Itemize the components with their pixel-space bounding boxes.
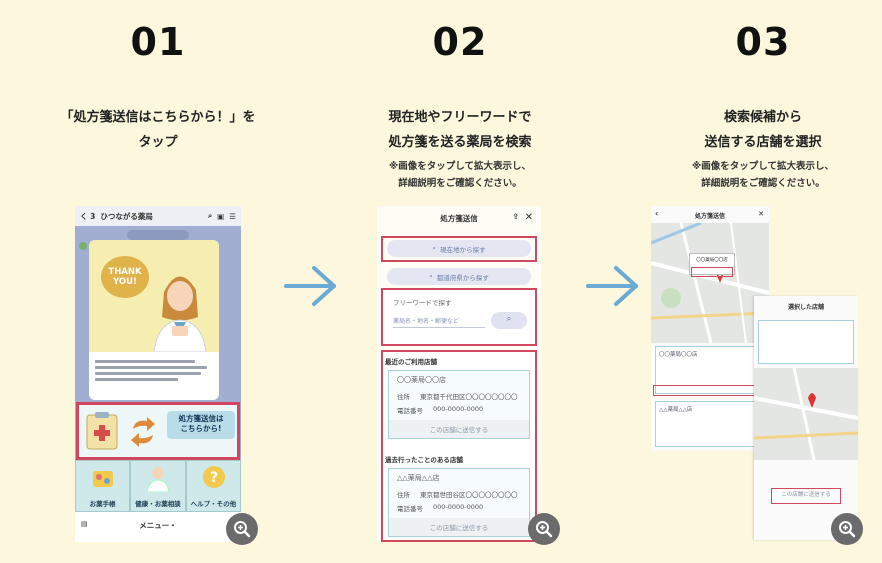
close-icon[interactable]: ✕ bbox=[524, 212, 533, 223]
search-icon: ⌕ bbox=[506, 314, 512, 323]
svg-text:?: ? bbox=[210, 470, 218, 486]
map-shop-list: 〇〇薬局〇〇店 △△薬局△△店 bbox=[651, 346, 769, 447]
highlight-popup bbox=[691, 267, 733, 277]
freeword-section: フリーワードで探す 薬局名・地名・郵便など ⌕ bbox=[383, 290, 535, 344]
shop-popup[interactable]: 〇〇薬局〇〇店 bbox=[689, 253, 735, 275]
shop-card[interactable]: △△薬局△△店 bbox=[655, 401, 765, 447]
zoom-in-icon bbox=[234, 521, 251, 538]
date-pill bbox=[127, 230, 189, 240]
prescription-send-banner[interactable]: 処方箋送信は こちらから! bbox=[76, 402, 240, 460]
map-roads bbox=[651, 223, 769, 343]
menu-health-consult[interactable]: 健康・お薬相談 bbox=[130, 460, 186, 512]
close-icon[interactable]: ✕ bbox=[758, 210, 764, 218]
greeting-text bbox=[89, 352, 219, 389]
prefecture-button[interactable]: ⌕ 都道府県から探す bbox=[387, 268, 531, 285]
freeword-input[interactable]: 薬局名・地名・郵便など bbox=[393, 312, 485, 328]
highlight-shop-lists bbox=[381, 350, 537, 542]
step-1-screenshot[interactable]: く 3 ひつながる薬局 ⌕ ▣ ☰ THANK YOU! bbox=[75, 206, 241, 542]
back-button[interactable]: ‹ bbox=[655, 209, 659, 218]
highlight-freeword bbox=[381, 288, 537, 346]
menu-footer[interactable]: ▤ メニュー・ bbox=[75, 512, 241, 542]
step-2-title: 現在地やフリーワードで 処方箋を送る薬局を検索 bbox=[388, 110, 532, 150]
banner-text: 処方箋送信は こちらから! bbox=[167, 411, 235, 439]
menu-help[interactable]: ? ヘルプ・その他 bbox=[185, 460, 241, 512]
step-3-number: 03 bbox=[735, 20, 791, 64]
chat-title: ひつながる薬局 bbox=[100, 211, 153, 221]
pharmacist-illustration: THANK YOU! bbox=[89, 240, 219, 352]
freeword-label: フリーワードで探す bbox=[393, 299, 452, 307]
visited-shops-section: 過去行ったことのある店舗 △△薬局△△店 住所東京都世田谷区〇〇〇〇〇〇〇〇 電… bbox=[382, 450, 536, 542]
zoom-button-step-1[interactable] bbox=[226, 513, 258, 545]
keyboard-icon[interactable]: ▤ bbox=[81, 520, 88, 528]
selected-shop-card bbox=[758, 320, 854, 364]
map-header: ‹ 処方箋送信 ✕ bbox=[655, 209, 764, 220]
search-icon: ⌕ bbox=[429, 272, 433, 280]
chat-header: く 3 ひつながる薬局 ⌕ ▣ ☰ bbox=[75, 206, 241, 226]
arrow-right-icon bbox=[586, 266, 638, 306]
share-icon[interactable]: ⇪ bbox=[512, 212, 519, 221]
highlight-current-location bbox=[381, 236, 537, 262]
menu-icon[interactable]: ☰ bbox=[229, 211, 236, 221]
step-2-note: ※画像をタップして拡大表示し、 詳細説明をご確認ください。 bbox=[389, 161, 531, 189]
exchange-icon bbox=[131, 417, 155, 447]
current-location-button[interactable]: ⌕ 現在地から探す bbox=[387, 240, 531, 257]
step-3-note: ※画像をタップして拡大表示し、 詳細説明をご確認ください。 bbox=[692, 161, 834, 189]
step-3-selected-screenshot[interactable]: 選択した店舗 この店舗に送信する bbox=[754, 296, 858, 540]
freeword-search-button[interactable]: ⌕ bbox=[491, 312, 527, 329]
search-header: 処方箋送信 ⇪ ✕ bbox=[440, 212, 533, 223]
zoom-button-step-3[interactable] bbox=[831, 513, 863, 545]
selected-header: 選択した店舗 bbox=[787, 304, 824, 311]
step-3-screenshot[interactable]: ‹ 処方箋送信 ✕ 〇〇薬局〇〇店 +− 〇〇薬局〇〇店 △△薬局△△店 bbox=[651, 206, 769, 451]
send-to-shop-button[interactable]: この店舗に送信する bbox=[389, 518, 529, 536]
menu-medicine-notebook[interactable]: お薬手帳 bbox=[75, 460, 131, 512]
selected-map bbox=[754, 368, 858, 460]
step-1-title: 「処方箋送信はこちらから！」を タップ bbox=[60, 110, 256, 150]
clipboard-icon bbox=[86, 412, 118, 450]
step-1-number: 01 bbox=[130, 20, 186, 64]
zoom-in-icon bbox=[839, 521, 856, 538]
greeting-card: THANK YOU! bbox=[89, 240, 219, 400]
pharmacist-icon bbox=[146, 467, 170, 492]
pharmacist-icon bbox=[153, 276, 207, 352]
rich-menu: お薬手帳 健康・お薬相談 ? ヘルプ・その他 bbox=[75, 460, 241, 512]
pills-icon bbox=[93, 471, 113, 487]
note-icon[interactable]: ▣ bbox=[217, 211, 225, 221]
step-2-number: 02 bbox=[432, 20, 488, 64]
zoom-button-step-2[interactable] bbox=[528, 513, 560, 545]
thank-you-bubble: THANK YOU! bbox=[101, 256, 149, 298]
back-button[interactable]: く 3 bbox=[80, 211, 96, 221]
zoom-in-icon bbox=[536, 521, 553, 538]
step-2-screenshot[interactable]: 処方箋送信 ⇪ ✕ ⌕ 現在地から探す ⌕ 都道府県から探す フリーワードで探す… bbox=[377, 206, 541, 542]
avatar bbox=[79, 242, 87, 250]
question-icon: ? bbox=[202, 466, 225, 488]
map-view[interactable]: 〇〇薬局〇〇店 +− bbox=[651, 223, 769, 343]
step-3-title: 検索候補から 送信する店舗を選択 bbox=[704, 110, 822, 150]
search-icon[interactable]: ⌕ bbox=[207, 211, 213, 220]
send-to-shop-button[interactable]: この店舗に送信する bbox=[771, 488, 841, 504]
highlight-send-button bbox=[653, 385, 767, 396]
search-icon: ⌕ bbox=[432, 244, 437, 252]
send-to-shop-button[interactable]: この店舗に送信する bbox=[389, 420, 529, 438]
arrow-right-icon bbox=[284, 266, 336, 306]
